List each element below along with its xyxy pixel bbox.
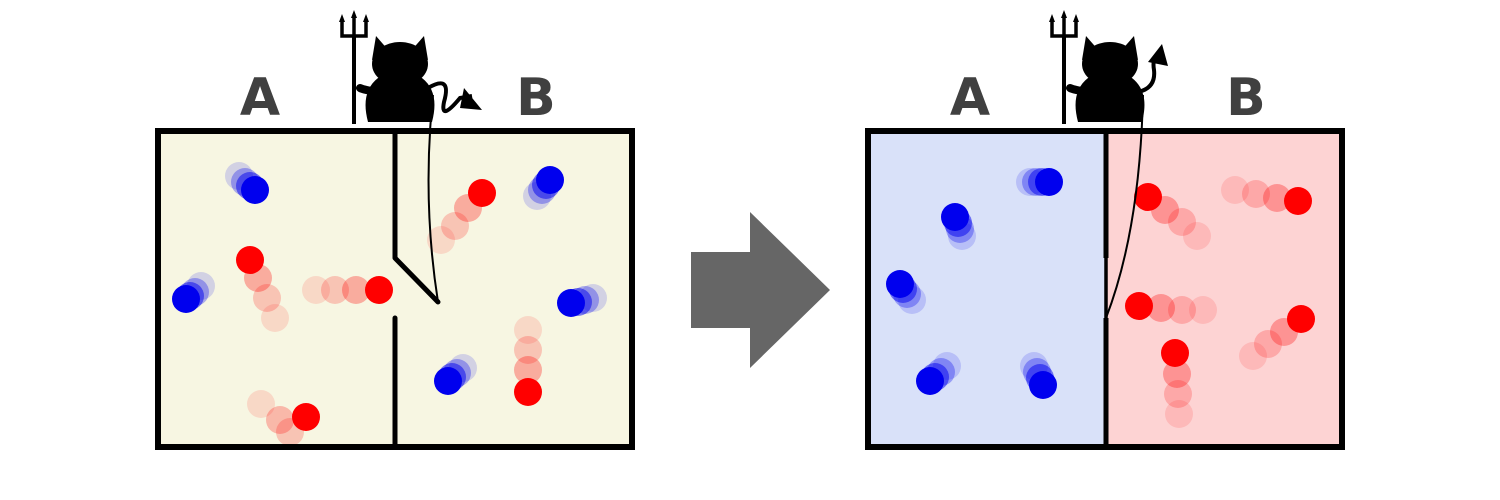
particle-red [468, 179, 496, 207]
left-partition-door-open [392, 255, 441, 305]
particle-red [1284, 187, 1312, 215]
particle-red [365, 276, 393, 304]
particle-blue [886, 270, 914, 298]
particle-blue [172, 285, 200, 313]
trident-icon [1047, 8, 1081, 126]
left-label-b: B [516, 68, 556, 128]
particle-blue [1035, 168, 1063, 196]
door-pull-string [1105, 94, 1144, 319]
trident-icon [337, 8, 371, 126]
particle-blue [1029, 371, 1057, 399]
particle-red [1287, 305, 1315, 333]
right-panel: A B [865, 8, 1345, 450]
door-pull-string [427, 94, 439, 303]
particle-red [1161, 339, 1189, 367]
right-chamber-b-particles [1125, 176, 1315, 428]
particle-blue [916, 367, 944, 395]
right-chamber-a-particles [886, 168, 1063, 399]
particle-red [292, 403, 320, 431]
right-label-a: A [950, 68, 990, 128]
particle-blue [241, 176, 269, 204]
demon-cat-icon [1070, 36, 1168, 122]
particle-red [1134, 183, 1162, 211]
particle-blue [536, 166, 564, 194]
particle-blue [434, 367, 462, 395]
particle-blue [941, 203, 969, 231]
left-panel: A B [155, 8, 635, 450]
particle-blue [557, 289, 585, 317]
particle-red [236, 246, 264, 274]
particle-red [1125, 292, 1153, 320]
right-chamber-b-fill [1106, 131, 1342, 447]
left-chamber-b-particles [427, 166, 607, 406]
left-chamber-a-particles [172, 162, 393, 446]
transition-arrow [691, 212, 830, 368]
right-label-b: B [1226, 68, 1266, 128]
particle-red [514, 378, 542, 406]
left-label-a: A [240, 68, 280, 128]
demon-cat-icon [360, 36, 482, 122]
